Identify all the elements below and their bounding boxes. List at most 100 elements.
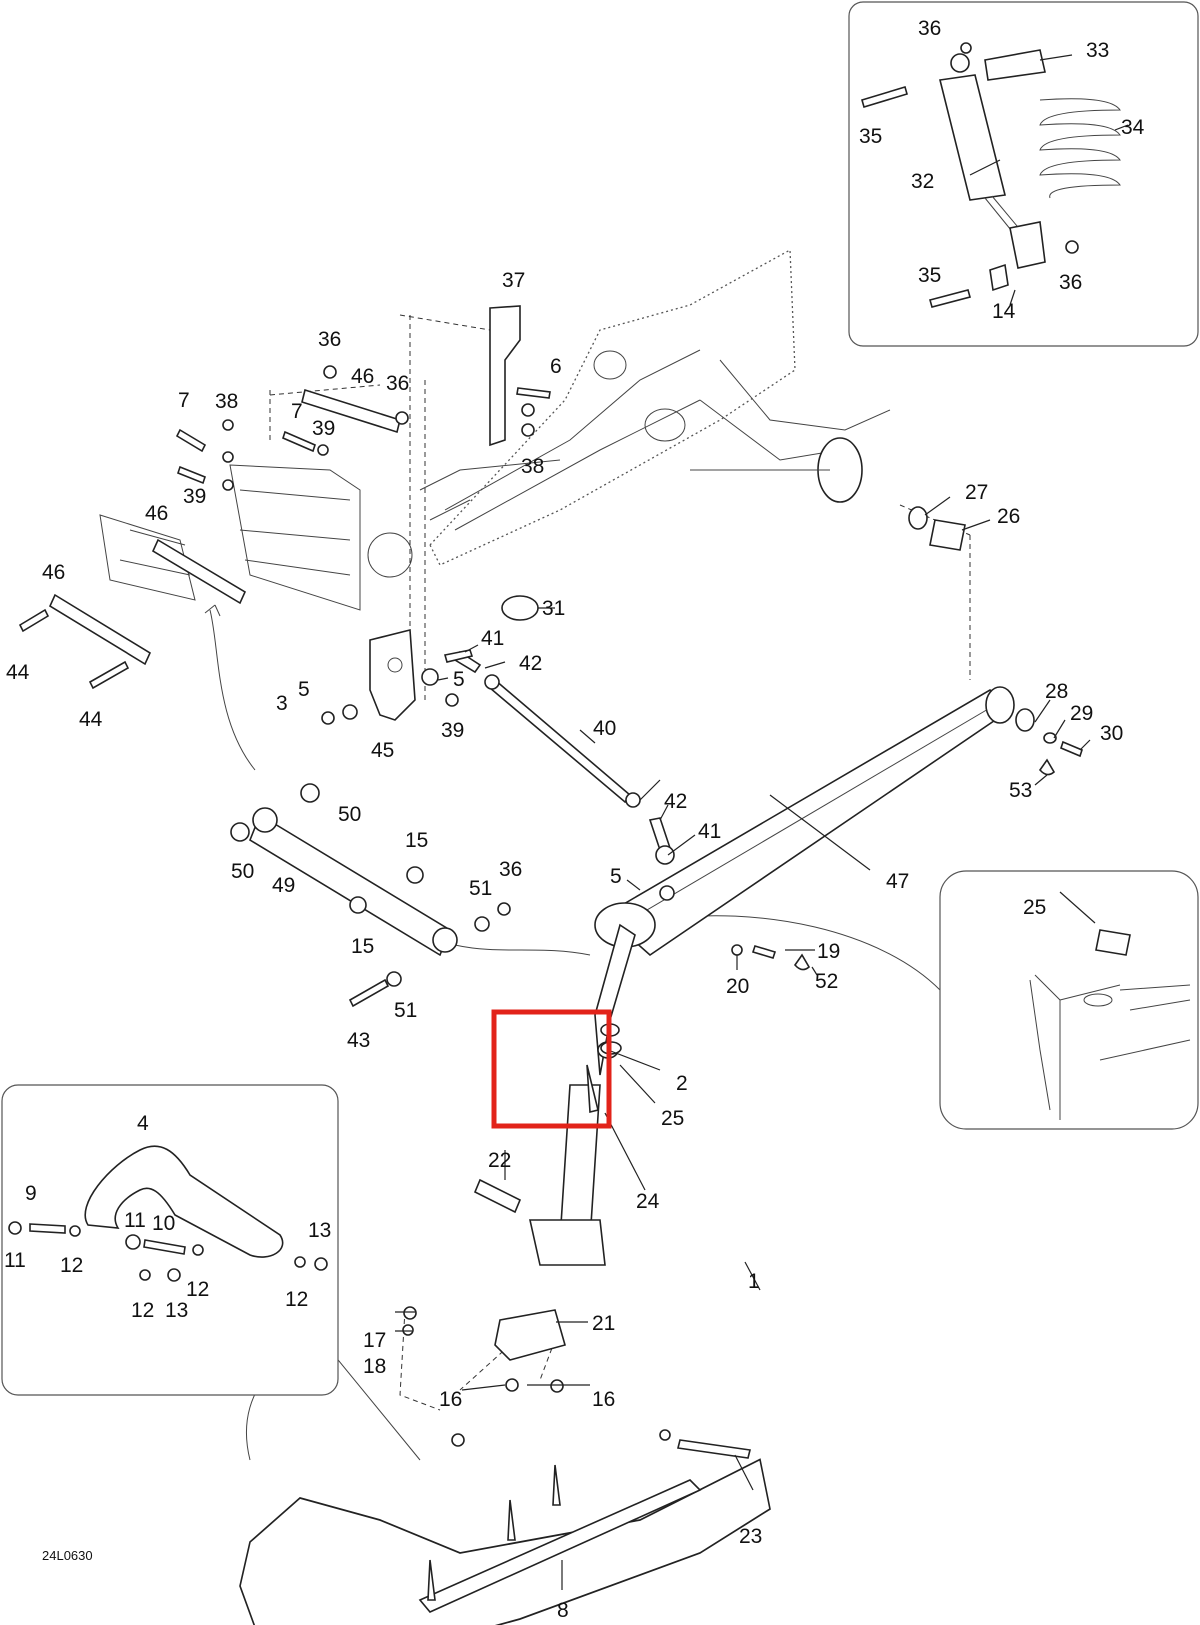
callout-32: 32: [911, 170, 934, 193]
callout-51a: 51: [469, 877, 492, 900]
callout-46b: 46: [145, 502, 168, 525]
pin-22: [473, 1178, 522, 1214]
bumper-21: [494, 1309, 566, 1361]
callout-24: 24: [636, 1190, 660, 1213]
callout-5c: 5: [610, 865, 622, 888]
callout-16b: 16: [592, 1388, 615, 1411]
callout-52: 52: [815, 970, 838, 993]
callout-11b: 11: [124, 1209, 146, 1232]
callout-13b: 13: [308, 1219, 331, 1242]
shock-body-32: [939, 74, 1006, 201]
highlight-box: [491, 1009, 612, 1129]
callout-12b: 12: [131, 1299, 154, 1322]
callout-16a: 16: [439, 1388, 462, 1411]
plate-46-low: [48, 593, 152, 666]
figure-id: 24L0630: [42, 1548, 93, 1563]
bracket-37: [489, 305, 521, 447]
callout-21: 21: [592, 1312, 615, 1335]
callout-35a: 35: [859, 125, 882, 148]
callout-12a: 12: [60, 1254, 83, 1277]
callout-37: 37: [502, 269, 525, 292]
callout-4: 4: [137, 1112, 149, 1135]
leader-lines: [395, 54, 1129, 1590]
callout-15a: 15: [405, 829, 428, 852]
inset-shock-absorber: [848, 1, 1199, 347]
callout-11a: 11: [4, 1249, 26, 1272]
callout-41b: 41: [698, 820, 721, 843]
spring-34: [1039, 98, 1121, 199]
callout-12c: 12: [186, 1278, 209, 1301]
callout-50b: 50: [231, 860, 254, 883]
callout-6: 6: [550, 355, 562, 378]
callout-10: 10: [152, 1212, 175, 1235]
ski-1: [239, 1458, 771, 1625]
callout-49: 49: [272, 874, 295, 897]
callout-36b: 36: [1059, 271, 1082, 294]
callout-39a: 39: [312, 417, 335, 440]
callout-31: 31: [542, 597, 565, 620]
callout-25a: 25: [661, 1107, 684, 1130]
callout-53: 53: [1009, 779, 1032, 802]
ski-runner-8: [418, 1479, 702, 1613]
callout-15b: 15: [351, 935, 374, 958]
callout-22: 22: [488, 1149, 511, 1172]
tie-rod-40: [488, 678, 632, 804]
callout-30: 30: [1100, 722, 1123, 745]
callout-39b: 39: [183, 485, 206, 508]
callout-43: 43: [347, 1029, 370, 1052]
ski-loop-4: [84, 1145, 284, 1258]
callout-42a: 42: [519, 652, 542, 675]
callout-5b: 5: [453, 668, 465, 691]
chassis-frame: [99, 248, 891, 611]
callout-35b: 35: [918, 264, 941, 287]
spring-stop-33: [984, 49, 1046, 81]
bracket-45: [369, 628, 416, 721]
plate-46-mid: [151, 538, 247, 605]
callout-8: 8: [557, 1599, 569, 1622]
callout-40: 40: [593, 717, 616, 740]
callout-5a: 5: [298, 678, 310, 701]
callout-9: 9: [25, 1182, 37, 1205]
callout-12d: 12: [285, 1288, 308, 1311]
callout-36d: 36: [386, 372, 409, 395]
callout-46a: 46: [351, 365, 374, 388]
callout-34: 34: [1121, 116, 1145, 139]
link-49: [249, 813, 451, 957]
plate-46-top: [301, 388, 401, 434]
callout-36e: 36: [499, 858, 522, 881]
callout-7a: 7: [178, 389, 190, 412]
callout-14: 14: [992, 300, 1016, 323]
callout-44b: 44: [79, 708, 103, 731]
callout-29: 29: [1070, 702, 1093, 725]
callout-18: 18: [363, 1355, 386, 1378]
callout-41a: 41: [481, 627, 504, 650]
callout-38a: 38: [215, 390, 238, 413]
callout-3: 3: [276, 692, 288, 715]
inset-ski-loop: [1, 1084, 339, 1396]
inset-spindle-bushing: [939, 870, 1199, 1130]
callout-44a: 44: [6, 661, 30, 684]
callout-38b: 38: [521, 455, 544, 478]
callout-36a: 36: [918, 17, 941, 40]
callout-17: 17: [363, 1329, 386, 1352]
callout-45: 45: [371, 739, 394, 762]
callout-36c: 36: [318, 328, 341, 351]
callout-19: 19: [817, 940, 840, 963]
callout-2: 2: [676, 1072, 688, 1095]
callout-13a: 13: [165, 1299, 188, 1322]
callout-50a: 50: [338, 803, 361, 826]
callout-27: 27: [965, 481, 988, 504]
callout-42b: 42: [664, 790, 687, 813]
callout-33: 33: [1086, 39, 1109, 62]
bushing-26: [929, 519, 966, 551]
callout-1: 1: [748, 1270, 760, 1293]
callout-28: 28: [1045, 680, 1068, 703]
callout-7b: 7: [291, 400, 303, 423]
callout-23: 23: [739, 1525, 762, 1548]
callout-25b: 25: [1023, 896, 1046, 919]
callout-46c: 46: [42, 561, 65, 584]
callout-47: 47: [886, 870, 909, 893]
callout-labels: 1 2 3 4 5 5 5 6 7 7 8 9 10 11 11 12 12 1…: [4, 17, 1145, 1622]
callout-26: 26: [997, 505, 1020, 528]
